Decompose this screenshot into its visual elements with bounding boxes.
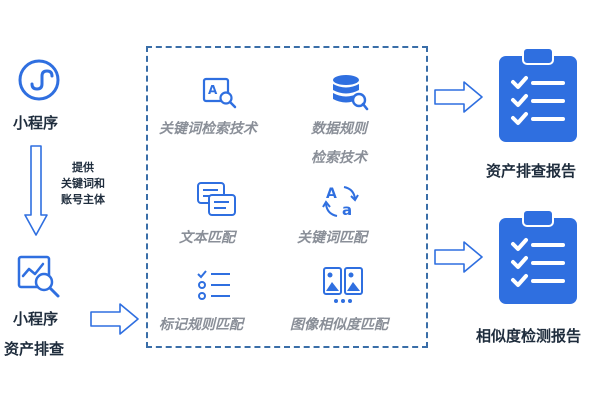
flow-note: 提供 关键词和 账号主体 [52, 160, 114, 208]
asset-audit-label-1: 小程序 [13, 310, 59, 328]
arrow-into-box [90, 302, 140, 336]
svg-text:a: a [342, 201, 352, 219]
database-search-icon [329, 72, 369, 112]
asset-audit-label-2: 资产排查 [4, 340, 65, 358]
checklist-icon [196, 268, 234, 302]
tech-label-image-similarity: 图像相似度匹配 [290, 317, 388, 333]
arrow-to-report-2 [434, 240, 484, 274]
mini-program-icon [17, 58, 61, 102]
keyword-match-icon: A a [322, 182, 362, 220]
magnifier-doc-icon: A [201, 76, 237, 110]
technique-box [146, 46, 428, 348]
svg-text:A: A [208, 83, 218, 97]
tech-label-text-match: 文本匹配 [179, 230, 235, 246]
flow-note-line: 提供 [72, 161, 94, 174]
tech-label-data-rule-2: 检索技术 [311, 150, 367, 166]
report-label-asset: 资产排查报告 [486, 162, 577, 180]
clipboard-checklist-icon [497, 210, 579, 306]
svg-text:A: A [326, 186, 337, 202]
clipboard-checklist-icon [497, 48, 579, 144]
tech-label-data-rule-1: 数据规则 [311, 121, 367, 137]
asset-audit-icon [16, 254, 62, 300]
text-match-icon [196, 181, 238, 219]
down-arrow [24, 145, 48, 237]
mini-program-label: 小程序 [13, 114, 59, 132]
tech-label-keyword-search: 关键词检索技术 [159, 121, 257, 137]
flow-note-line: 账号主体 [61, 193, 105, 206]
flow-note-line: 关键词和 [61, 177, 105, 190]
tech-label-marking-rule: 标记规则匹配 [159, 317, 243, 333]
report-label-similarity: 相似度检测报告 [476, 327, 582, 345]
tech-label-keyword-match: 关键词匹配 [297, 230, 367, 246]
arrow-to-report-1 [434, 80, 484, 114]
image-match-icon [322, 266, 364, 306]
